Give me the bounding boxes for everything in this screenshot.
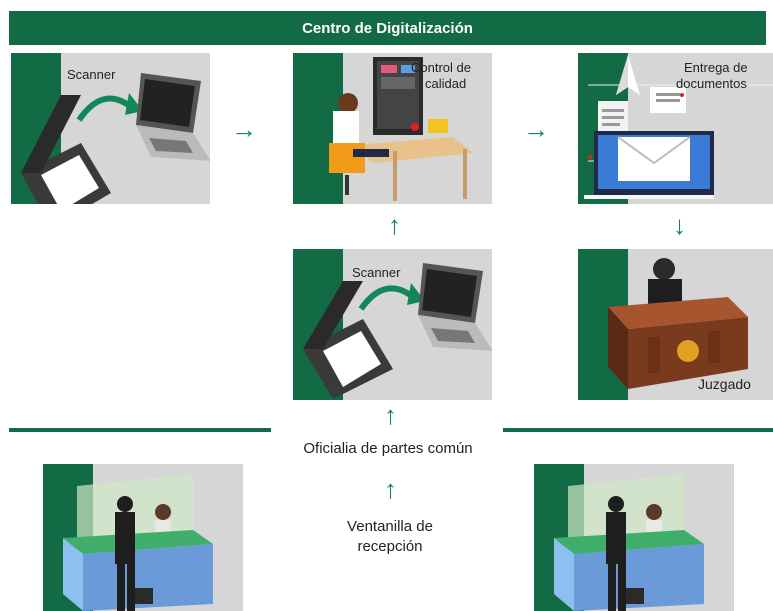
reception-card-left: [43, 464, 243, 611]
ventanilla-label-line1: Ventanilla de: [347, 518, 433, 535]
quality-control-card: Control de calidad: [293, 53, 492, 204]
arrow-up-2: ↑: [384, 400, 397, 430]
quality-control-illustration: [329, 57, 473, 201]
delivery-label-line2: documentos: [676, 76, 747, 91]
delivery-illustration: [584, 55, 773, 199]
court-label: Juzgado: [698, 376, 751, 392]
divider-line-left: [9, 428, 271, 432]
reception-desk-illustration: [554, 474, 704, 611]
oficialia-label: Oficialia de partes común: [303, 440, 473, 457]
scanner-middle-label: Scanner: [352, 265, 401, 280]
scanner-card-top: Scanner: [11, 53, 210, 204]
arrow-up-3: ↑: [384, 474, 397, 504]
scanner-card-middle: Scanner: [293, 249, 492, 400]
reception-desk-illustration: [63, 474, 213, 611]
quality-label-line1: Control de: [411, 60, 471, 75]
scanner-illustration: [303, 263, 492, 399]
scanner-top-label: Scanner: [67, 67, 116, 82]
arrow-right-2: →: [523, 114, 549, 144]
scanner-illustration: [21, 73, 210, 204]
arrow-right-1: →: [231, 114, 257, 144]
delivery-card: Entrega de documentos: [578, 53, 773, 204]
divider-line-right: [503, 428, 773, 432]
court-card: Juzgado: [578, 249, 773, 400]
arrow-up-1: ↑: [388, 210, 401, 240]
ventanilla-label-line2: recepción: [357, 538, 423, 555]
quality-label-line2: calidad: [425, 76, 467, 91]
delivery-label-line1: Entrega de: [684, 60, 748, 75]
diagram-title-banner: Centro de Digitalización: [9, 11, 766, 45]
reception-card-right: [534, 464, 734, 611]
arrow-down-1: ↓: [673, 210, 686, 240]
diagram-title: Centro de Digitalización: [302, 19, 473, 37]
court-illustration: [608, 258, 748, 389]
